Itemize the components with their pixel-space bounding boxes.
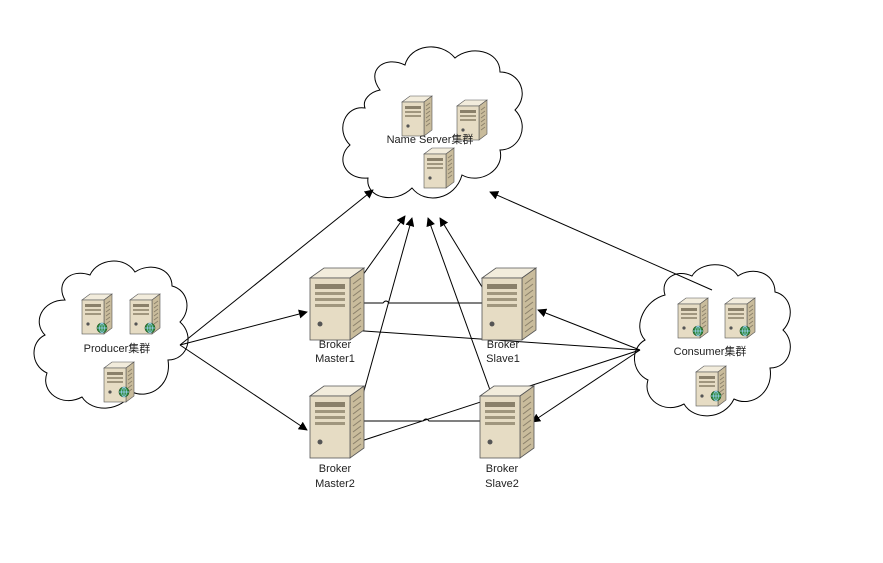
producer-cluster-label: Producer集群 (84, 341, 151, 355)
server-icon (481, 267, 537, 341)
broker-slave1-line1: Broker (487, 339, 520, 351)
broker-slave2-line2: Slave2 (485, 478, 519, 490)
broker-slave1-line2: Slave1 (486, 353, 520, 365)
broker-master2-line1: Broker (319, 463, 352, 475)
edge-slave2-nameserver (426, 217, 491, 391)
consumer-cluster-label: Consumer集群 (674, 344, 747, 358)
broker-slave2: Broker Slave2 (479, 385, 535, 490)
server-icon (479, 385, 535, 459)
broker-master1-line1: Broker (319, 339, 352, 351)
connections (179, 189, 713, 446)
globe-server-icon (710, 390, 722, 402)
globe-server-icon (118, 386, 130, 398)
broker-slave2-line1: Broker (486, 463, 519, 475)
nameserver-cluster: Name Server集群 (387, 95, 488, 189)
edge-consumer-slave1 (537, 308, 641, 351)
server-icon (401, 95, 433, 137)
broker-master2: Broker Master2 (309, 385, 365, 490)
nameserver-cluster-label: Name Server集群 (387, 132, 474, 146)
broker-slave1: Broker Slave1 (481, 267, 537, 365)
globe-server-icon (739, 325, 751, 337)
broker-master2-line2: Master2 (315, 478, 355, 490)
broker-master1-line2: Master1 (315, 353, 355, 365)
edge-producer-nameserver (179, 189, 374, 346)
edge-master2-slave2-sync (362, 418, 480, 422)
nameserver-cloud (342, 46, 523, 199)
server-icon (423, 147, 455, 189)
server-icon (103, 361, 135, 403)
edge-producer-master2 (179, 344, 308, 431)
server-icon (309, 267, 365, 341)
server-icon (695, 365, 727, 407)
globe-server-icon (144, 322, 156, 334)
edge-producer-master1 (179, 309, 308, 346)
globe-server-icon (96, 322, 108, 334)
edge-consumer-nameserver (489, 191, 713, 291)
consumer-cluster: Consumer集群 (674, 297, 756, 407)
producer-cluster: Producer集群 (81, 293, 161, 403)
server-icon (309, 385, 365, 459)
broker-master1: Broker Master1 (309, 267, 365, 365)
globe-server-icon (692, 325, 704, 337)
edge-consumer-slave2 (531, 349, 641, 423)
edge-master2-nameserver (361, 217, 415, 399)
edge-master1-slave1-sync (362, 300, 482, 304)
